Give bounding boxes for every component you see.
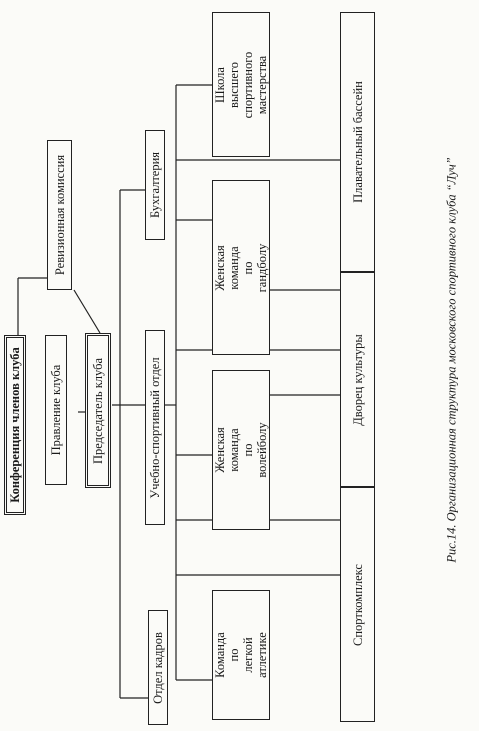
box-sports-complex: Спорткомплекс: [340, 487, 375, 722]
box-athletics-team: Команда по легкой атлетике: [212, 590, 270, 720]
label-conference: Конференция членов клуба: [8, 347, 22, 503]
label-board: Правление клуба: [49, 364, 63, 456]
label-sports-complex: Спорткомплекс: [350, 563, 365, 646]
label-pool: Плавательный бассейн: [350, 81, 365, 203]
label-athletics-team: Команда по легкой атлетике: [213, 632, 269, 678]
label-volleyball-team: Женская команда по волейболу: [213, 422, 269, 478]
label-handball-team: Женская команда по гандболу: [213, 243, 269, 292]
box-culture-palace: Дворец культуры: [340, 272, 375, 487]
box-hr-dept: Отдел кадров: [148, 610, 168, 725]
box-chairman: Председатель клуба: [85, 333, 111, 488]
box-accounting: Бухгалтерия: [145, 130, 165, 240]
label-culture-palace: Дворец культуры: [350, 333, 365, 426]
box-audit: Ревизионная комиссия: [47, 140, 72, 290]
box-conference: Конференция членов клуба: [4, 335, 26, 515]
box-volleyball-team: Женская команда по волейболу: [212, 370, 270, 530]
figure-caption: Рис.14. Организационная структура москов…: [444, 157, 459, 563]
box-board: Правление клуба: [45, 335, 67, 485]
line-audit-chairman: [73, 289, 101, 334]
box-handball-team: Женская команда по гандболу: [212, 180, 270, 355]
label-hr-dept: Отдел кадров: [151, 631, 165, 704]
label-sports-dept: Учебно-спортивный отдел: [148, 356, 162, 499]
box-sports-dept: Учебно-спортивный отдел: [145, 330, 165, 525]
label-accounting: Бухгалтерия: [148, 151, 162, 219]
box-pool: Плавательный бассейн: [340, 12, 375, 272]
box-sport-school: Школа высшего спортивного мастерства: [212, 12, 270, 157]
label-chairman: Председатель клуба: [91, 357, 105, 464]
label-sport-school: Школа высшего спортивного мастерства: [213, 51, 269, 118]
label-audit: Ревизионная комиссия: [52, 154, 67, 276]
